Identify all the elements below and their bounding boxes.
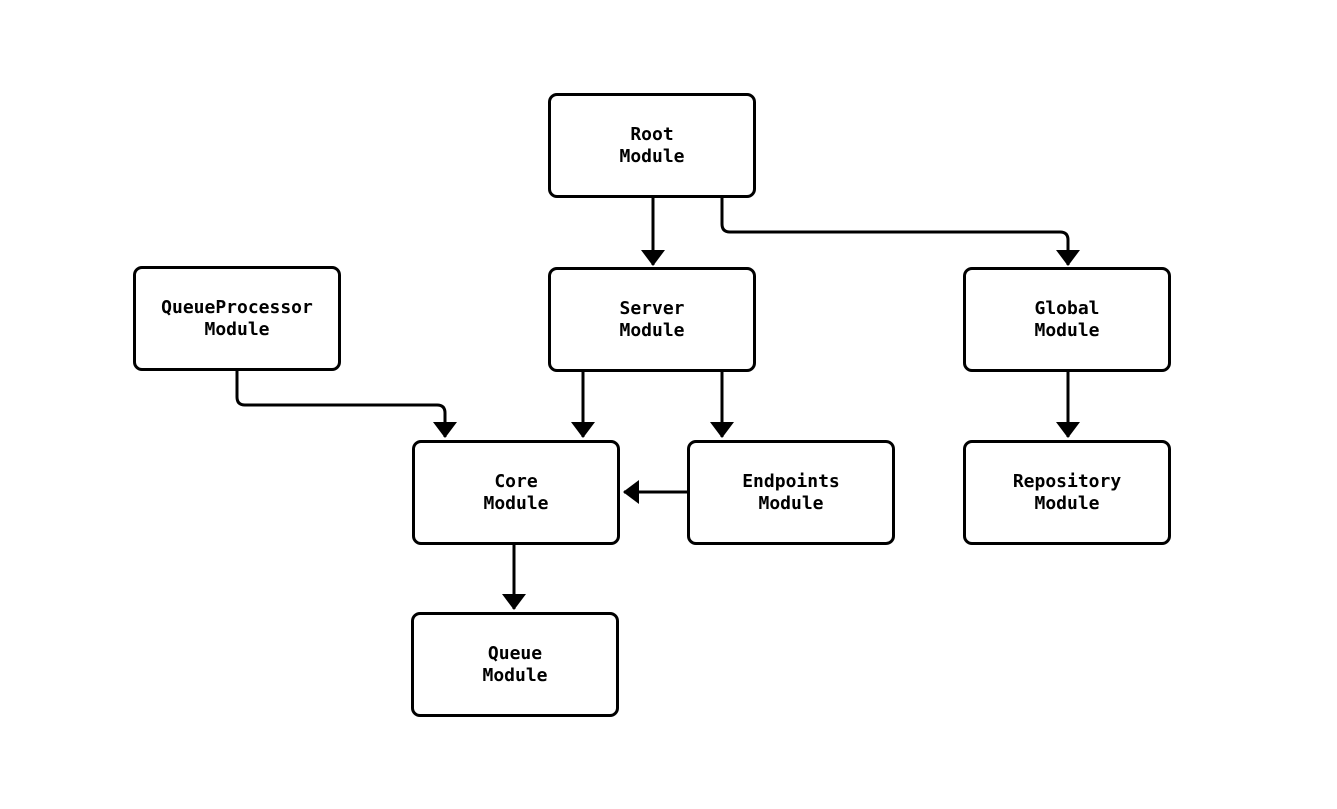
node-core-module: Core Module [412, 440, 620, 545]
node-global-module: Global Module [963, 267, 1171, 372]
edge-queueprocessor-to-core [235, 371, 457, 438]
node-queue-module: Queue Module [411, 612, 619, 717]
node-label-line: Core [494, 470, 538, 492]
node-label-line: Module [482, 664, 548, 686]
node-label-line: QueueProcessor [161, 296, 313, 318]
node-label-line: Module [1034, 319, 1100, 341]
node-label-line: Repository [1012, 470, 1122, 492]
node-repository-module: Repository Module [963, 440, 1171, 545]
node-queueprocessor-module: QueueProcessor Module [133, 266, 341, 371]
node-endpoints-module: Endpoints Module [687, 440, 895, 545]
node-label-line: Module [1034, 492, 1100, 514]
edge-root-to-global [720, 198, 1080, 266]
node-label-line: Global [1034, 297, 1100, 319]
node-label-line: Module [758, 492, 824, 514]
node-root-module: Root Module [548, 93, 756, 198]
node-label-line: Module [204, 318, 270, 340]
node-label-line: Module [619, 319, 685, 341]
node-label-line: Module [483, 492, 549, 514]
node-server-module: Server Module [548, 267, 756, 372]
node-label-line: Queue [487, 642, 543, 664]
node-label-line: Endpoints [742, 470, 840, 492]
node-label-line: Root [630, 123, 674, 145]
node-label-line: Server [619, 297, 685, 319]
node-label-line: Module [619, 145, 685, 167]
